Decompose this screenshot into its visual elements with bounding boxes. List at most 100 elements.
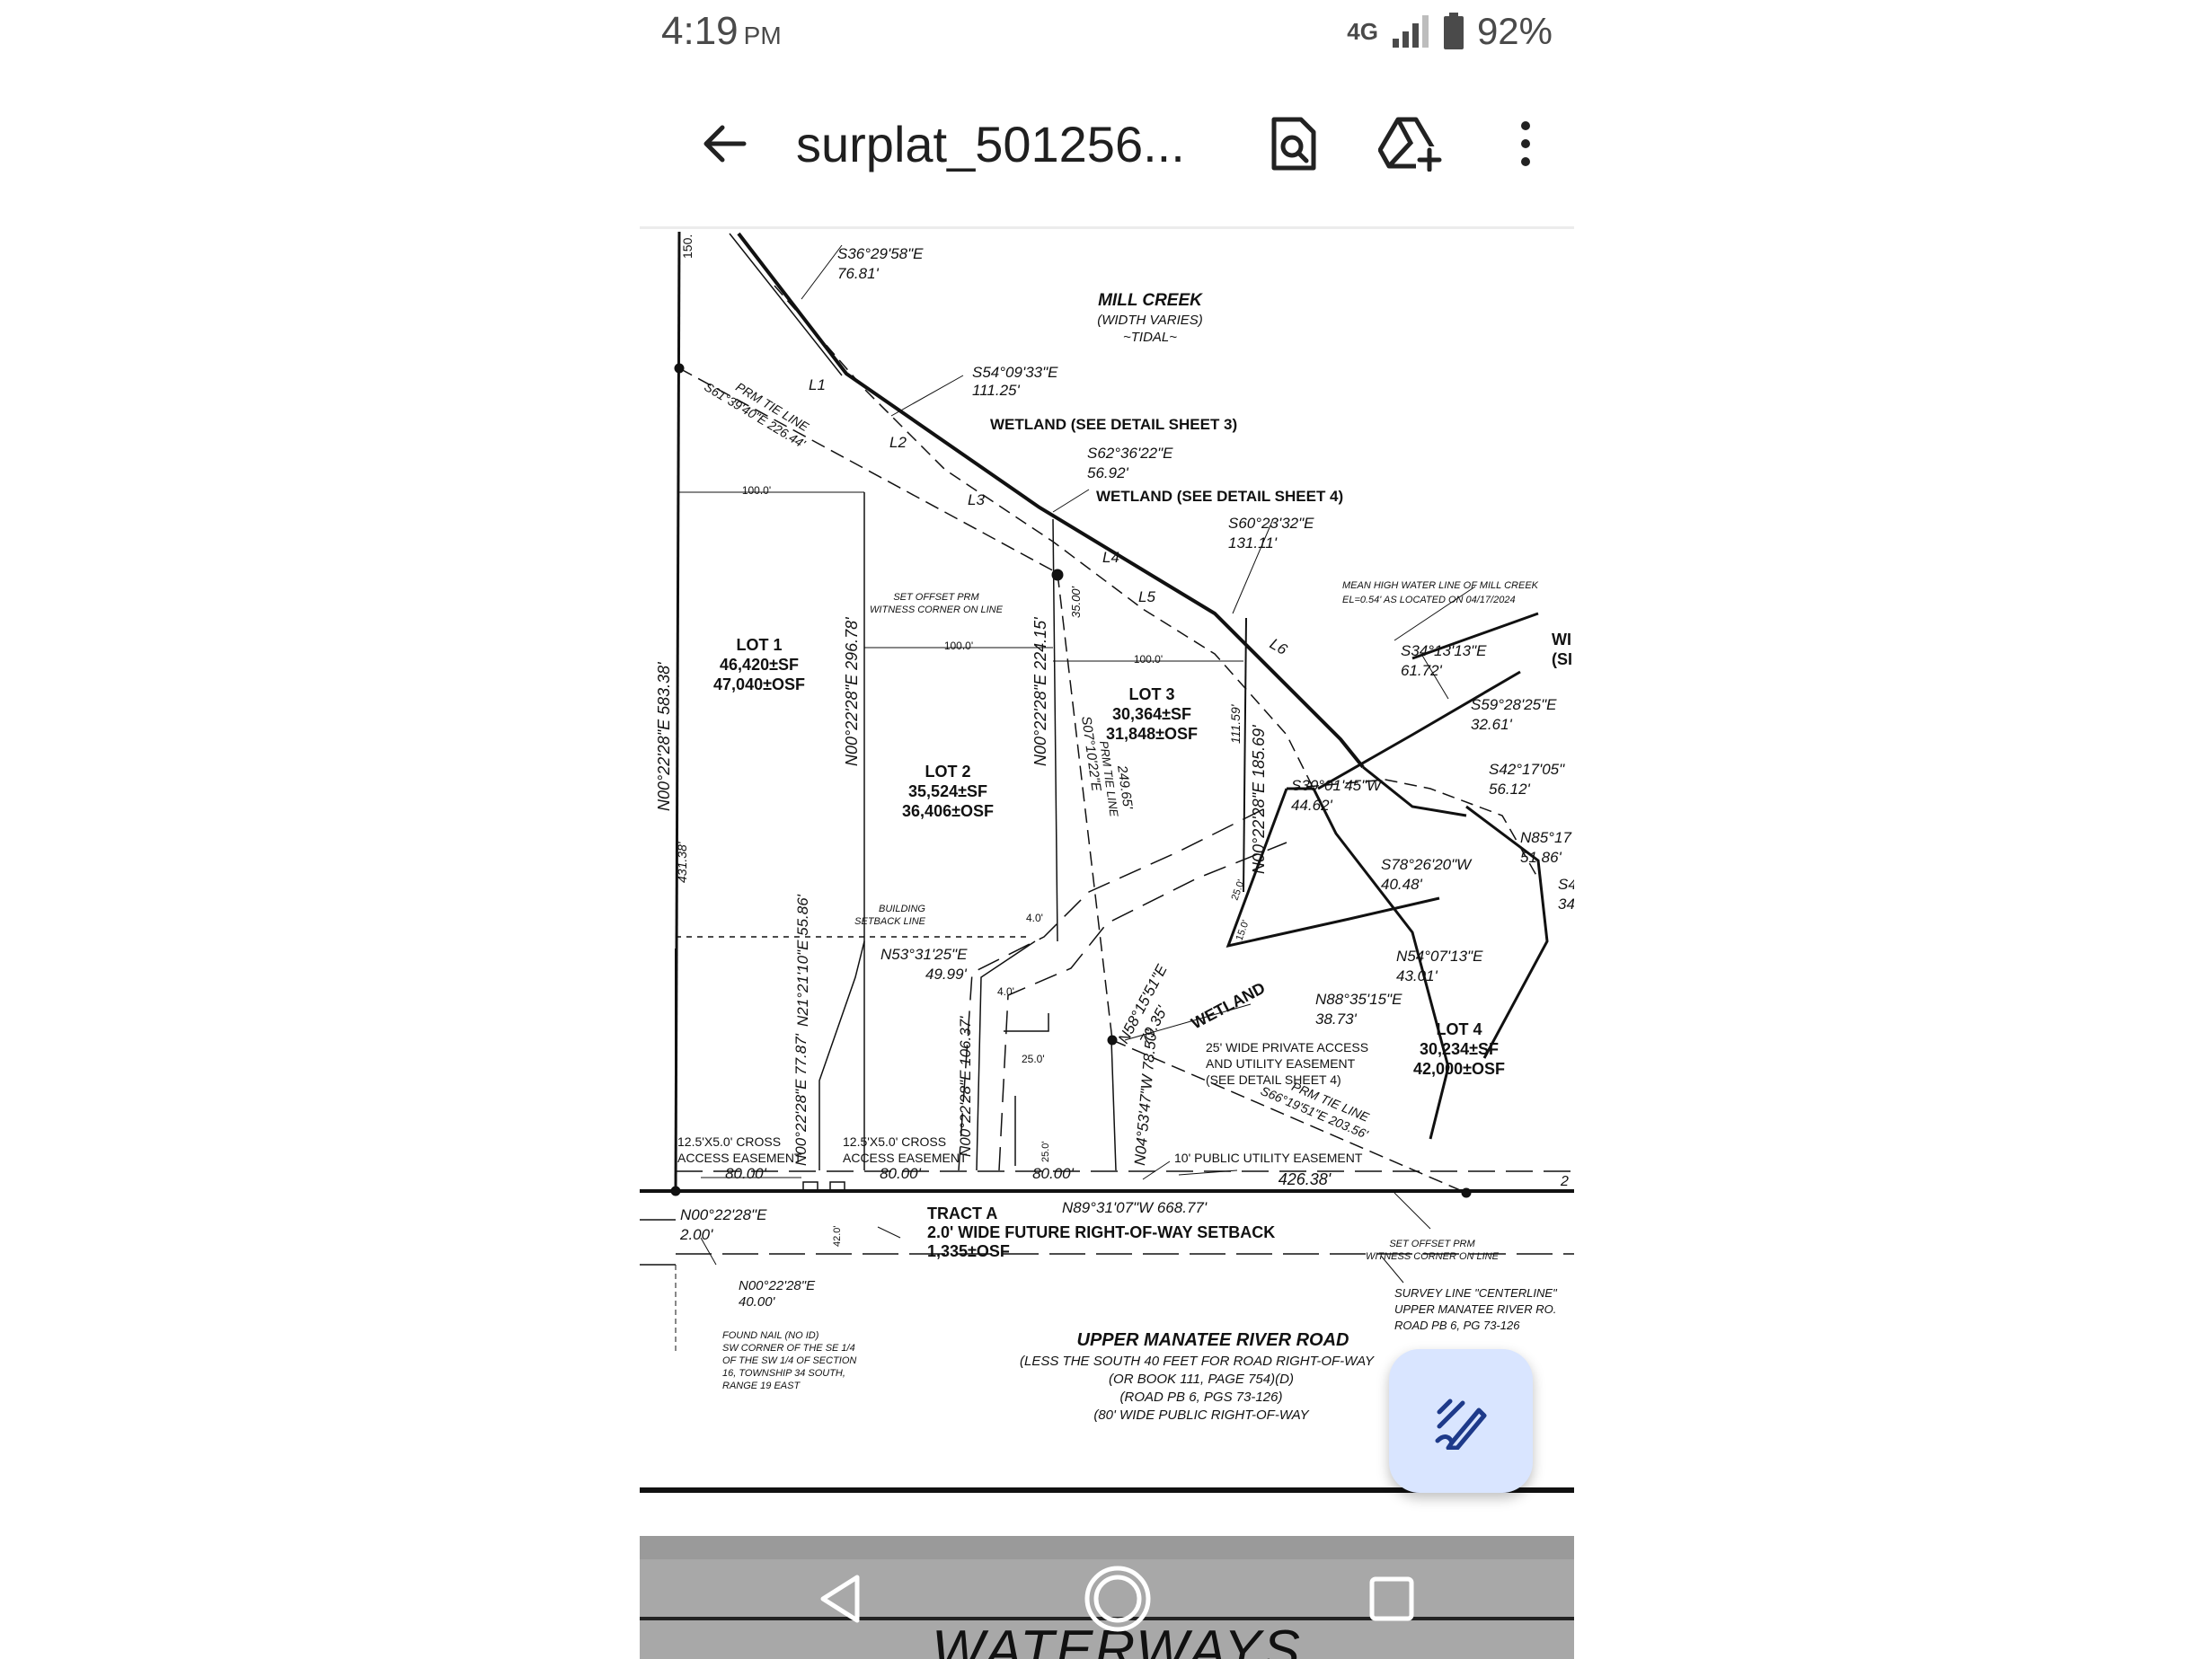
line-label: L5: [1138, 588, 1155, 605]
tract-name: TRACT A: [927, 1205, 997, 1222]
found-nail-note: FOUND NAIL (NO ID): [722, 1330, 819, 1341]
road-name: UPPER MANATEE RIVER ROAD: [1077, 1330, 1349, 1350]
dim-label: 80.00': [1032, 1165, 1075, 1182]
document-title: surplat_501256...: [796, 116, 1185, 172]
survey-line-note: UPPER MANATEE RIVER RO.: [1394, 1302, 1556, 1316]
south-boundary-label: N89°31'07"W 668.77': [1062, 1199, 1208, 1216]
bearing-label: S60°23'32"E: [1228, 515, 1314, 532]
dim-label: 42.0': [832, 1225, 843, 1247]
lot3-east-sub: 111.59': [1228, 703, 1243, 744]
bearing-label: S34°13'13"E: [1401, 642, 1487, 659]
square-recents-icon: [1369, 1576, 1414, 1621]
pen-scribble-icon: [1435, 1399, 1487, 1450]
distance-label: 76.81': [837, 265, 880, 282]
bearing-label: N88°35'15"E: [1315, 991, 1402, 1008]
easement-note: 25' WIDE PRIVATE ACCESS: [1206, 1040, 1368, 1055]
distance-label: 111.25': [972, 382, 1020, 399]
appbar-divider: [640, 226, 1574, 229]
cross-easement-note: 12.5'X5.0' CROSS: [677, 1134, 781, 1149]
nav-back-button[interactable]: [804, 1563, 876, 1635]
back-button[interactable]: [692, 111, 757, 176]
creek-width: (WIDTH VARIES): [1097, 313, 1203, 328]
line-label: L2: [889, 434, 907, 451]
lot2-sw-label: N21°21'10"E 55.86': [794, 894, 811, 1027]
battery-level: 92%: [1476, 10, 1553, 52]
add-to-drive-button[interactable]: [1378, 111, 1443, 176]
offset-note: WITNESS CORNER ON LINE: [1366, 1251, 1500, 1262]
line-label: L1: [809, 376, 826, 393]
prm-mid-distance: 249.65': [1114, 763, 1136, 811]
line-label: L4: [1102, 549, 1119, 566]
dim-label: 80.00': [880, 1165, 922, 1182]
lot1-osf: 47,040±OSF: [713, 675, 805, 693]
drive-add-icon: [1378, 117, 1443, 172]
status-icons: 4G 92%: [1347, 9, 1553, 54]
triangle-back-icon: [820, 1575, 860, 1623]
line-label: L6: [1267, 635, 1290, 658]
bearing-label: S54°09'33"E: [972, 364, 1058, 381]
distance-label: 51.86': [1520, 849, 1562, 866]
find-in-document-button[interactable]: [1261, 111, 1326, 176]
distance-label: 44.62': [1291, 797, 1333, 814]
survey-plat-drawing: MILL CREEK (WIDTH VARIES) ~TIDAL~ WETLAN…: [640, 231, 1574, 1423]
lot3-osf: 31,848±OSF: [1106, 725, 1198, 743]
page-bottom-border: [640, 1487, 1574, 1493]
survey-line-note: SURVEY LINE "CENTERLINE": [1394, 1286, 1558, 1300]
tract-desc: 2.0' WIDE FUTURE RIGHT-OF-WAY SETBACK: [927, 1223, 1275, 1241]
lot23-line-label: N00°22'28"E 224.15': [1031, 617, 1049, 766]
wetland-label: WETLAND: [1188, 979, 1268, 1033]
lot2-osf: 36,406±OSF: [902, 802, 994, 820]
setback-note: BUILDING: [879, 904, 925, 914]
dim-label: 25.0': [1022, 1053, 1045, 1065]
dim-label: 100.0': [1134, 653, 1163, 666]
more-options-button[interactable]: [1493, 111, 1558, 176]
mhw-line1: MEAN HIGH WATER LINE OF MILL CREEK: [1342, 580, 1539, 591]
easement-note: (SEE DETAIL SHEET 4): [1206, 1072, 1341, 1087]
dim-label: 80.00': [725, 1165, 767, 1182]
lot2-name: LOT 2: [925, 763, 970, 781]
distance-label: 56.92': [1087, 464, 1129, 481]
creek-name: MILL CREEK: [1098, 291, 1203, 310]
lot4-name: LOT 4: [1436, 1020, 1482, 1038]
lot12-line-label: N00°22'28"E 296.78': [843, 617, 861, 766]
bearing-label: S78°26'20"W: [1381, 856, 1473, 873]
lot1-name: LOT 1: [736, 636, 782, 654]
edit-annotate-button[interactable]: [1389, 1349, 1533, 1493]
edge-clipped-label: (SI: [1552, 650, 1572, 668]
west-boundary-label: N00°22'28"E 583.38': [655, 662, 673, 811]
app-bar: surplat_501256...: [640, 90, 1574, 198]
distance-label: 40.00': [739, 1294, 776, 1310]
dim-label: 35.00': [1069, 586, 1083, 618]
more-vert-icon: [1521, 121, 1530, 166]
found-nail-note: RANGE 19 EAST: [722, 1381, 801, 1391]
edge-clipped-label: S4: [1558, 876, 1574, 893]
lot3-south-label: N04°53'47"W 78.50': [1131, 1028, 1160, 1166]
mhw-line2: EL=0.54' AS LOCATED ON 04/17/2024: [1342, 595, 1516, 605]
lot2-south-label: N00°22'28"E 106.37': [957, 1016, 974, 1157]
lot1-sf: 46,420±SF: [720, 656, 799, 674]
edge-clipped-label: WI: [1552, 631, 1571, 649]
circle-home-icon: [1084, 1566, 1151, 1632]
bearing-label: N85°17: [1520, 829, 1571, 846]
found-nail-note: 16, TOWNSHIP 34 SOUTH,: [722, 1368, 845, 1379]
distance-label: 61.72': [1401, 662, 1443, 679]
lot2-sf: 35,524±SF: [908, 782, 987, 800]
navigation-bar: WATERWAYS: [640, 1536, 1574, 1659]
dim-label: 25.0': [1040, 1141, 1051, 1162]
arrow-left-icon: [703, 125, 747, 163]
wetland-sheet4-label: WETLAND (SEE DETAIL SHEET 4): [1096, 488, 1343, 505]
lot4-osf: 42,000±OSF: [1413, 1060, 1505, 1078]
lot3-east-label: N00°22'28"E 185.69': [1250, 725, 1268, 874]
utility-easement-note: 10' PUBLIC UTILITY EASEMENT: [1174, 1151, 1363, 1165]
bearing-label: N00°22'28"E: [680, 1206, 767, 1223]
line-label: L3: [968, 491, 985, 508]
offset-note: WITNESS CORNER ON LINE: [870, 604, 1004, 615]
nav-home-button[interactable]: [1082, 1563, 1154, 1635]
nav-recents-button[interactable]: [1356, 1563, 1428, 1635]
bearing-label: S30°01'45"W: [1291, 777, 1383, 794]
lot4-sf: 30,234±SF: [1420, 1040, 1499, 1058]
road-note: (80' WIDE PUBLIC RIGHT-OF-WAY: [1093, 1408, 1309, 1423]
document-viewport[interactable]: MILL CREEK (WIDTH VARIES) ~TIDAL~ WETLAN…: [640, 231, 1574, 1489]
lot3-sf: 30,364±SF: [1112, 705, 1191, 723]
